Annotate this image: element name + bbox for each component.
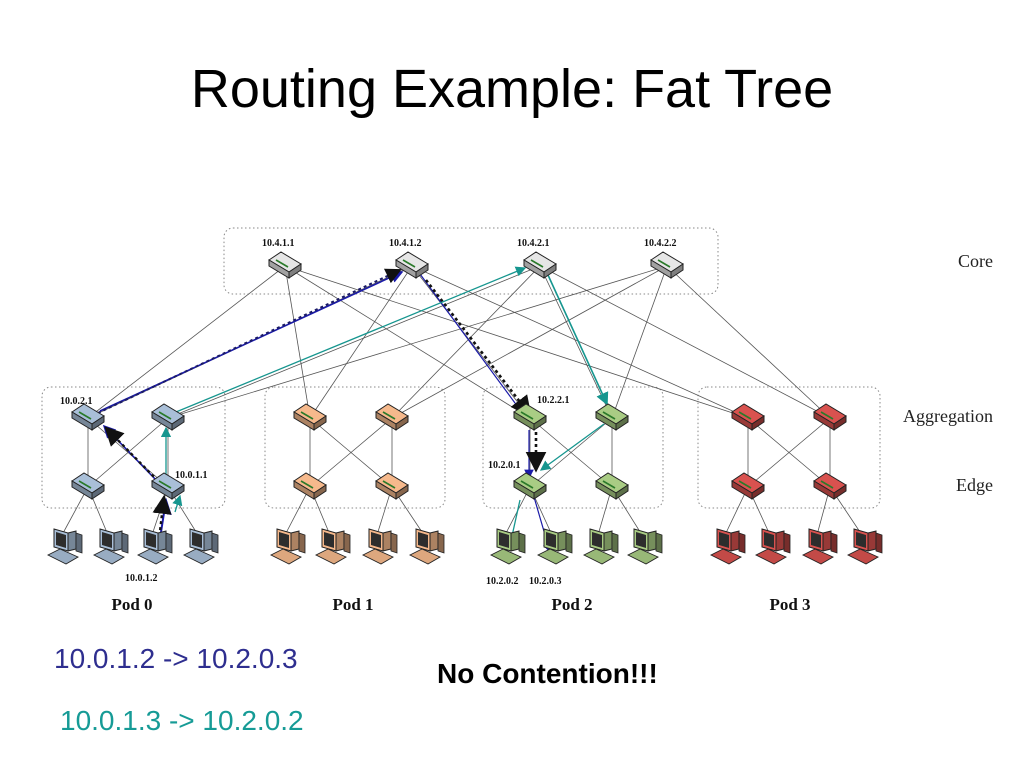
route-1-text: 10.0.1.2 -> 10.2.0.3 — [54, 643, 298, 674]
core-agg-link — [284, 265, 531, 419]
pod-3-edge-switch-0 — [731, 472, 765, 500]
core-agg-link — [411, 265, 531, 419]
pod-0-host-0 — [46, 528, 83, 565]
agg-edge-link — [309, 417, 393, 488]
pod-0-edge-switch-1 — [151, 472, 185, 500]
pod-2-host-0 — [489, 528, 526, 565]
pod-0-edge-switch-0 — [71, 472, 105, 500]
pod-1-host-0 — [269, 528, 306, 565]
address-label: 10.0.2.1 — [60, 396, 93, 407]
no-contention-note: No Contention!!! — [437, 658, 658, 689]
pod-2-group-box — [482, 386, 664, 509]
edge-host-link — [61, 486, 89, 536]
core-agg-link — [309, 265, 413, 419]
pod-3-aggregation-switch-1 — [813, 403, 847, 431]
core-agg-link — [666, 265, 831, 419]
core-agg-link — [611, 265, 668, 419]
core-switch-1 — [395, 251, 429, 279]
core-address-label: 10.4.2.1 — [517, 238, 550, 249]
pod-1-aggregation-switch-1 — [375, 403, 409, 431]
agg-edge-link — [747, 417, 831, 488]
core-switch-3 — [650, 251, 684, 279]
pod-label-3: Pod 3 — [769, 595, 810, 614]
pod-1-edge-switch-0 — [293, 472, 327, 500]
core-switch-2 — [523, 251, 557, 279]
core-agg-link — [391, 265, 541, 419]
core-agg-link — [167, 265, 541, 419]
route-1-overlay — [424, 279, 532, 418]
core-agg-link — [284, 265, 749, 419]
pod-0-aggregation-switch-1 — [151, 403, 185, 431]
agg-edge-link — [529, 417, 613, 488]
layer-label-edge: Edge — [956, 475, 993, 495]
pod-label-0: Pod 0 — [111, 595, 152, 614]
pod-label-1: Pod 1 — [332, 595, 373, 614]
edge-host-link — [284, 486, 311, 536]
pod-2-edge-switch-1 — [595, 472, 629, 500]
pod-1-aggregation-switch-0 — [293, 403, 327, 431]
pod-1-host-2 — [361, 528, 398, 565]
address-label: 10.2.0.3 — [529, 576, 562, 587]
pod-3-edge-switch-1 — [813, 472, 847, 500]
pod-0-host-1 — [92, 528, 129, 565]
route-2-segment — [172, 494, 183, 513]
agg-edge-link — [87, 417, 169, 488]
pod-2-edge-switch-0 — [513, 472, 547, 500]
core-agg-link — [391, 265, 668, 419]
pod-0-host-2 — [136, 528, 173, 565]
address-label: 10.0.1.2 — [125, 573, 158, 584]
pod-3-host-1 — [754, 528, 791, 565]
pod-1-group-box — [264, 386, 446, 509]
pod-label-2: Pod 2 — [551, 595, 592, 614]
core-agg-link — [87, 265, 286, 419]
pod-1-host-1 — [314, 528, 351, 565]
core-switch-0 — [268, 251, 302, 279]
layer-label-core: Core — [958, 251, 993, 271]
edge-host-link — [724, 486, 749, 536]
address-label: 10.2.0.1 — [488, 460, 521, 471]
core-agg-link — [539, 265, 831, 419]
route-2-segment — [547, 274, 609, 406]
core-agg-link — [411, 265, 749, 419]
route-2-segment — [539, 423, 605, 471]
pod-2-host-3 — [626, 528, 663, 565]
pod-1-host-3 — [408, 528, 445, 565]
route-2-text: 10.0.1.3 -> 10.2.0.2 — [60, 705, 304, 736]
pod-0-host-3 — [182, 528, 219, 565]
pod-3-group-box — [697, 386, 881, 509]
core-address-label: 10.4.1.2 — [389, 238, 422, 249]
layer-label-aggregation: Aggregation — [903, 406, 993, 426]
pod-2-aggregation-switch-0 — [513, 403, 547, 431]
pod-3-host-3 — [846, 528, 883, 565]
address-label: 10.0.1.1 — [175, 470, 208, 481]
route-1-overlay — [97, 268, 402, 414]
pod-3-host-0 — [709, 528, 746, 565]
route-2-segment — [175, 266, 527, 413]
address-label: 10.2.2.1 — [537, 395, 570, 406]
pod-2-aggregation-switch-1 — [595, 403, 629, 431]
pod-3-host-2 — [801, 528, 838, 565]
route-1-overlay — [104, 426, 159, 482]
core-agg-link — [167, 265, 668, 419]
core-address-label: 10.4.1.1 — [262, 238, 295, 249]
pod-0-aggregation-switch-0 — [71, 403, 105, 431]
slide-title: Routing Example: Fat Tree — [190, 59, 834, 119]
route-1-segment — [419, 273, 527, 419]
core-agg-link — [284, 265, 311, 419]
pod-2-host-1 — [536, 528, 573, 565]
address-label: 10.2.0.2 — [486, 576, 519, 587]
pod-3-aggregation-switch-0 — [731, 403, 765, 431]
pod-1-edge-switch-1 — [375, 472, 409, 500]
core-address-label: 10.4.2.2 — [644, 238, 677, 249]
pod-2-host-2 — [582, 528, 619, 565]
